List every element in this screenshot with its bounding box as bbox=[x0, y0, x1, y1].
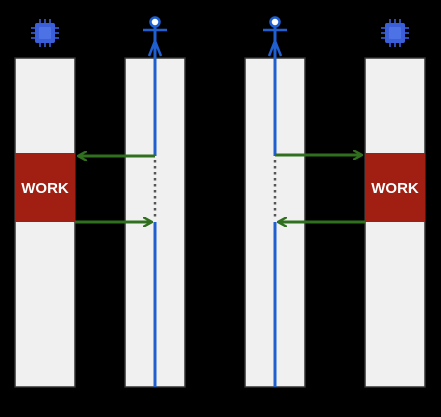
processor-column-left bbox=[14, 57, 76, 388]
stick-figure-icon bbox=[143, 16, 167, 57]
cpu-chip-icon bbox=[381, 19, 409, 47]
processor-column-right bbox=[364, 57, 426, 388]
stick-figure-icon bbox=[263, 16, 287, 57]
work-block-left bbox=[15, 153, 75, 222]
work-block-right bbox=[365, 153, 425, 222]
work-label-right: WORK bbox=[371, 180, 419, 197]
cpu-chip-icon bbox=[31, 19, 59, 47]
work-label-left: WORK bbox=[21, 180, 69, 197]
